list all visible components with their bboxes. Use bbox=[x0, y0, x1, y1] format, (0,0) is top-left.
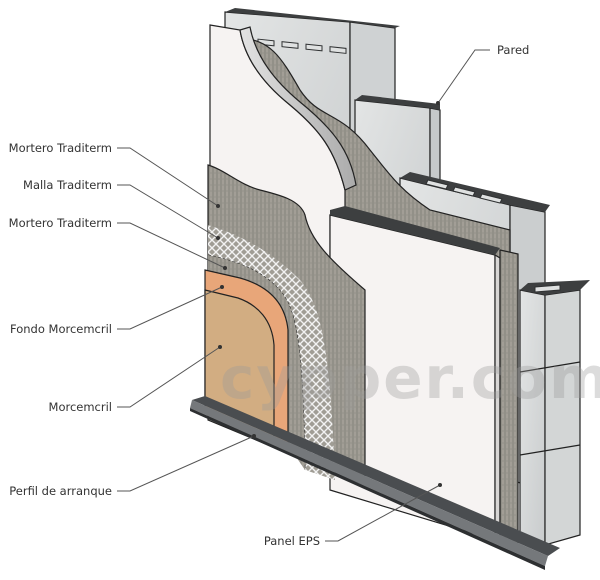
label-fondo-morcemcril: Fondo Morcemcril bbox=[10, 322, 112, 336]
leader-lines bbox=[117, 49, 490, 542]
label-mortero-traditerm-1: Mortero Traditerm bbox=[9, 141, 112, 155]
watermark: cypper.com bbox=[220, 344, 600, 412]
perfil-de-arranque bbox=[190, 396, 560, 570]
label-malla-traditerm: Malla Traditerm bbox=[23, 178, 112, 192]
label-panel-eps: Panel EPS bbox=[264, 534, 320, 548]
eps-cut-edge bbox=[239, 26, 357, 191]
label-pared: Pared bbox=[497, 43, 529, 57]
leader-arrowheads bbox=[216, 101, 442, 487]
label-morcemcril: Morcemcril bbox=[49, 400, 112, 414]
morcemcril-finish-layer bbox=[204, 289, 275, 439]
block-top-cells bbox=[257, 38, 347, 54]
label-perfil-de-arranque: Perfil de arranque bbox=[9, 484, 112, 498]
label-mortero-traditerm-2: Mortero Traditerm bbox=[9, 216, 112, 230]
